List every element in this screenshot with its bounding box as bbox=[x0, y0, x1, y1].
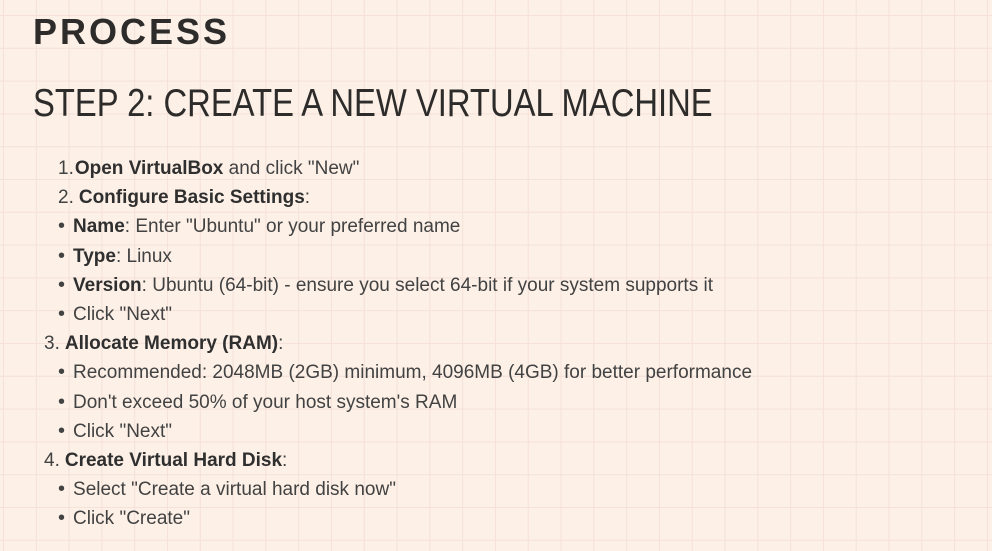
list-text: and click "New" bbox=[223, 158, 360, 179]
list-text: Allocate Memory (RAM) bbox=[64, 333, 279, 355]
list-text: : bbox=[282, 450, 288, 472]
bullet-marker: • bbox=[58, 273, 66, 296]
list-text: : bbox=[304, 187, 311, 209]
list-item: 3.Allocate Memory (RAM): bbox=[0, 329, 992, 358]
number-marker: 3. bbox=[44, 333, 60, 355]
list-text: Click "Next" bbox=[73, 304, 173, 326]
list-item: 4.Create Virtual Hard Disk: bbox=[0, 446, 992, 475]
list-text: Select "Create a virtual hard disk now" bbox=[73, 479, 396, 501]
list-text: : bbox=[278, 333, 284, 355]
list-text: Name bbox=[73, 216, 125, 238]
step-subtitle: STEP 2: CREATE A NEW VIRTUAL MACHINE bbox=[33, 82, 713, 125]
bullet-marker: • bbox=[58, 478, 66, 501]
list-text: Create Virtual Hard Disk bbox=[64, 450, 283, 472]
bullet-marker: • bbox=[58, 361, 66, 384]
list-item: • Click "Next" bbox=[0, 417, 992, 446]
list-text: Configure Basic Settings bbox=[78, 187, 305, 209]
list-text: Recommended: 2048MB (2GB) minimum, 4096M… bbox=[73, 362, 753, 384]
bullet-marker: • bbox=[58, 303, 66, 326]
list-text: Click "Create" bbox=[73, 508, 190, 530]
list-item: • Type: Linux bbox=[0, 242, 992, 271]
list-item: • Name: Enter "Ubuntu" or your preferred … bbox=[0, 212, 992, 241]
list-text: Open VirtualBox bbox=[74, 158, 224, 179]
list-item: • Version: Ubuntu (64-bit) - ensure you s… bbox=[0, 271, 992, 300]
list-item: • Click "Create" bbox=[0, 504, 992, 533]
list-item: • Select "Create a virtual hard disk now" bbox=[0, 475, 992, 504]
list-item: • Click "Next" bbox=[0, 300, 992, 329]
list-text: : Ubuntu (64-bit) - ensure you select 64… bbox=[141, 274, 713, 296]
instruction-list: 1.Open VirtualBox and click "New"2.Confi… bbox=[0, 154, 992, 534]
list-text: Click "Next" bbox=[73, 420, 173, 442]
list-text: : Enter "Ubuntu" or your preferred name bbox=[124, 216, 461, 238]
number-marker: 4. bbox=[44, 450, 60, 472]
number-marker: 2. bbox=[58, 187, 74, 209]
list-text: Don't exceed 50% of your host system's R… bbox=[73, 391, 458, 413]
list-text: Version bbox=[73, 274, 142, 296]
list-item: 1.Open VirtualBox and click "New" bbox=[0, 154, 992, 183]
bullet-marker: • bbox=[58, 215, 66, 238]
list-item: • Recommended: 2048MB (2GB) minimum, 4096… bbox=[0, 358, 992, 387]
bullet-marker: • bbox=[58, 419, 66, 442]
list-text: Type bbox=[73, 245, 116, 267]
page-title: PROCESS bbox=[33, 11, 231, 52]
bullet-marker: • bbox=[58, 390, 66, 413]
list-text: : Linux bbox=[115, 245, 172, 267]
bullet-marker: • bbox=[58, 507, 66, 530]
bullet-marker: • bbox=[58, 244, 66, 267]
number-marker: 1. bbox=[58, 158, 74, 179]
list-item: • Don't exceed 50% of your host system's … bbox=[0, 388, 992, 417]
list-item: 2.Configure Basic Settings: bbox=[0, 183, 992, 212]
